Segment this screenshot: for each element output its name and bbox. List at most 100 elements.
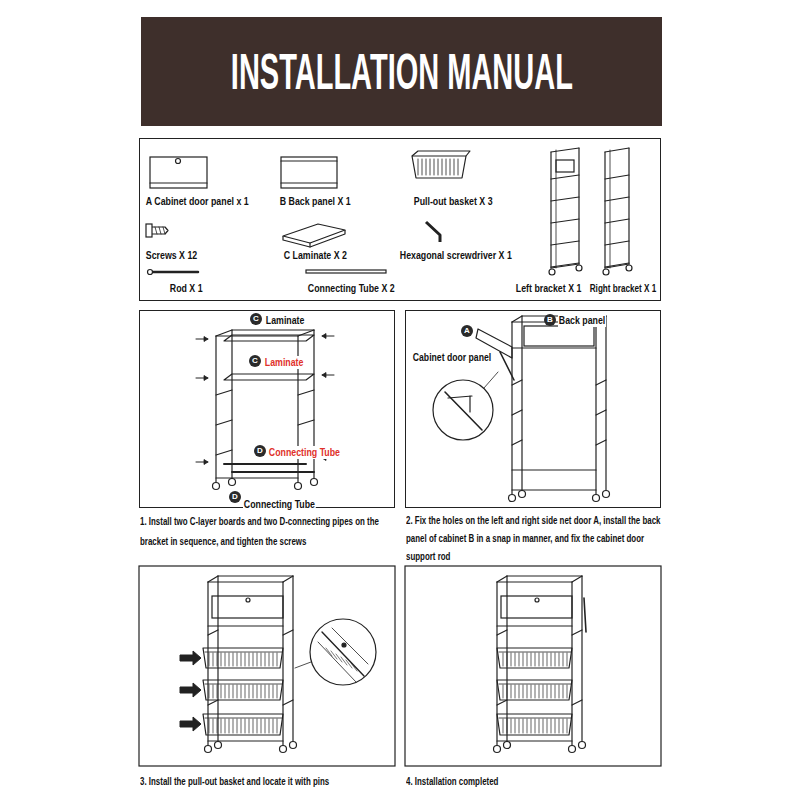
drawing-line [237, 685, 238, 698]
drawing-line [215, 336, 216, 482]
drawing-circle [569, 746, 576, 753]
drawing-circle [295, 483, 302, 490]
drawing-line [605, 263, 629, 267]
drawing-line [213, 653, 214, 666]
step-panel: LaminateLaminateConnecting TubeConnectin… [139, 310, 395, 508]
drawing-line [229, 719, 230, 733]
drawing-line [229, 653, 230, 666]
drawing-line [512, 316, 522, 322]
step-caption: 1. Install two C-layer boards and two D-… [140, 511, 398, 551]
part-label: Connecting Tube X 2 [307, 282, 395, 295]
drawing-line [229, 685, 230, 698]
drawing-line [336, 654, 342, 662]
drawing-line [261, 653, 262, 666]
drawing-line [245, 719, 246, 733]
part-label: B Back panel X 1 [279, 195, 352, 208]
arrow-head [322, 373, 326, 378]
drawing-line [503, 653, 504, 666]
drawing-circle [246, 598, 250, 602]
drawing-line [511, 719, 512, 733]
callout-letter: C [249, 355, 261, 367]
drawing-line [269, 653, 270, 666]
drawing-line [497, 581, 572, 582]
step-panel: Back panelCabinet door panel [405, 310, 661, 508]
drawing-line [547, 685, 548, 698]
drawing-line [448, 396, 472, 398]
drawing-line [208, 625, 283, 626]
callout-letter: B [544, 314, 556, 326]
part-label: Left bracket X 1 [515, 282, 582, 295]
drawing-line [547, 653, 548, 666]
drawing-line [277, 719, 278, 733]
drawing-line [445, 392, 482, 430]
callout-letter: D [254, 445, 266, 457]
drawing-circle [535, 598, 539, 602]
drawing-line [150, 182, 207, 183]
drawing-line [531, 653, 532, 666]
drawing-circle [626, 265, 632, 271]
drawing-line [458, 159, 459, 175]
drawing-line [237, 719, 238, 733]
drawing-line [507, 685, 508, 698]
drawing-line [572, 630, 582, 635]
drawing-circle [579, 742, 586, 749]
drawing-line [249, 653, 250, 666]
drawing-line [283, 576, 293, 582]
laminate [224, 335, 314, 341]
part-callout: Laminate [264, 356, 304, 369]
drawing-line [515, 719, 516, 733]
drawing-line [216, 450, 232, 455]
drawing-line [605, 264, 629, 268]
drawing-line [499, 652, 571, 653]
drawing-line [231, 330, 232, 478]
drawing-line [551, 219, 579, 223]
basket [497, 648, 572, 668]
drawing-line [253, 653, 254, 666]
drawing-circle [342, 643, 346, 647]
drawing-line [543, 685, 544, 698]
drawing-circle [229, 479, 236, 486]
drawing-line [539, 685, 540, 698]
arrow-head [204, 460, 208, 465]
drawing-line [221, 719, 222, 733]
drawing-line [605, 197, 629, 201]
drawing-line [539, 719, 540, 733]
drawing-circle [290, 742, 297, 749]
callout-letter: A [461, 325, 473, 337]
drawing-circle [280, 746, 287, 753]
callout-letter: D [229, 491, 241, 503]
drawing-line [527, 653, 528, 666]
drawing-line [605, 241, 629, 245]
drawing-circle [215, 742, 222, 749]
drawing-circle [205, 746, 212, 753]
drawing-line [523, 685, 524, 698]
drawing-circle [519, 491, 526, 498]
drawing-line [261, 685, 262, 698]
drawing-line [555, 653, 556, 666]
drawing-line [454, 159, 455, 175]
drawing-line [225, 719, 226, 733]
basket [203, 648, 283, 668]
drawing-line [535, 719, 536, 733]
drawing-path [152, 227, 168, 234]
drawing-line [426, 159, 427, 175]
drawing-line [209, 719, 210, 733]
drawing-line [208, 630, 218, 635]
laminate-icon [283, 224, 345, 243]
drawing-line [551, 148, 579, 152]
drawing-line [430, 159, 431, 175]
drawing-line [512, 440, 522, 445]
drawing-line [233, 719, 234, 733]
drawing-line [551, 685, 552, 698]
drawing-line [221, 653, 222, 666]
drawing-line [205, 718, 282, 719]
drawing-line [469, 396, 470, 412]
drawing-line [209, 653, 210, 666]
drawing-line [605, 148, 629, 152]
part-label: Pull-out basket X 3 [413, 195, 493, 208]
hex-key-icon [426, 222, 440, 242]
drawing-line [205, 652, 282, 653]
basket [203, 680, 283, 700]
drawing-path [412, 151, 470, 156]
part-label: A Cabinet door panel x 1 [145, 195, 249, 208]
